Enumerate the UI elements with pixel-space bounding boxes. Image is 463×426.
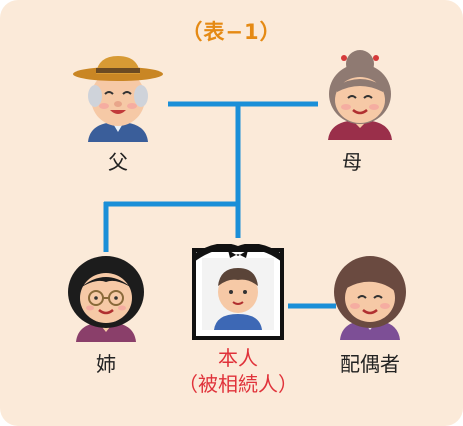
grandfather-with-straw-hat-icon	[73, 56, 163, 142]
sister-label: 姉	[96, 352, 116, 376]
deceased-label-line2: （被相続人）	[178, 372, 298, 396]
mother-label: 母	[342, 150, 362, 174]
spouse-figure	[320, 250, 420, 340]
deceased-label-line1: 本人	[218, 346, 258, 370]
sister-figure	[56, 252, 156, 342]
deceased-figure	[188, 244, 288, 340]
spouse-label: 配偶者	[340, 352, 400, 376]
diagram-title: （表−1）	[181, 20, 282, 44]
memorial-portrait-icon	[192, 244, 284, 340]
woman-with-glasses-icon	[68, 256, 144, 342]
father-label: 父	[108, 150, 128, 174]
woman-in-purple-icon	[334, 256, 406, 340]
father-figure	[68, 52, 168, 142]
grandmother-with-bun-icon	[328, 50, 392, 140]
mother-figure	[310, 50, 410, 140]
